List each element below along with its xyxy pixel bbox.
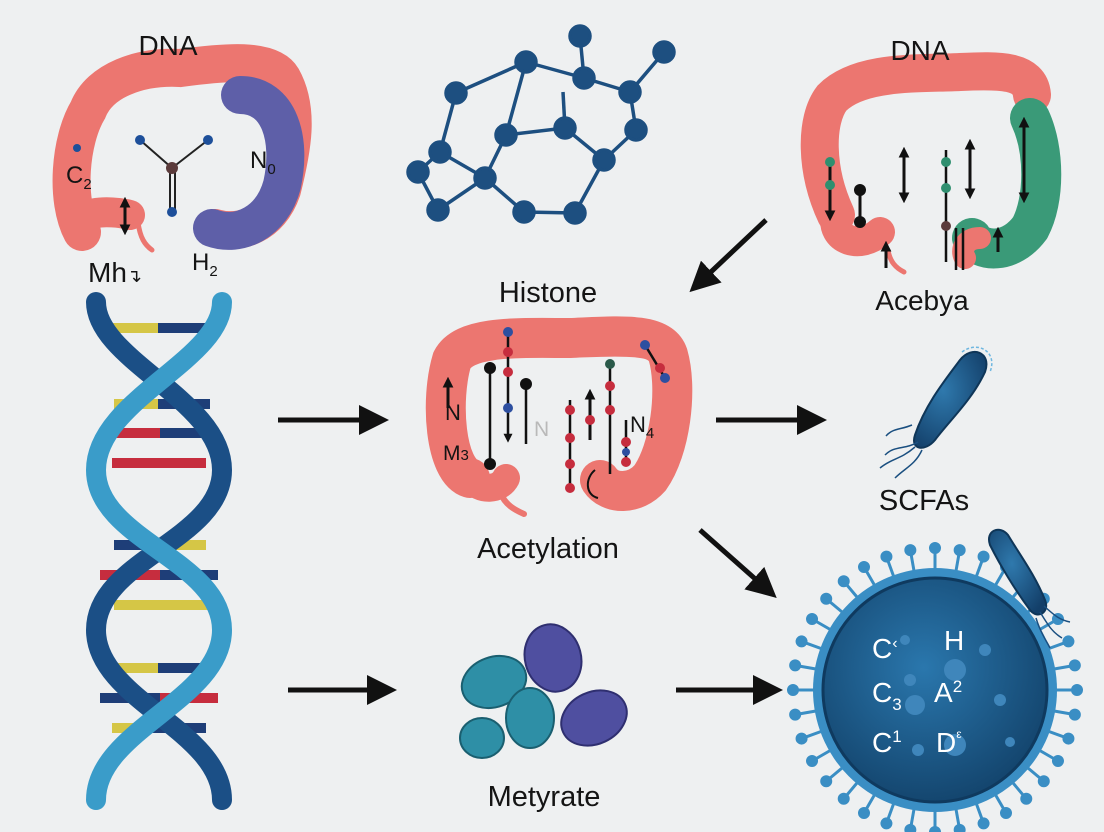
cell-spike-tip: [1062, 732, 1075, 745]
cell-spike-tip: [1071, 684, 1083, 696]
cell-spike-tip: [880, 817, 893, 830]
cell-h-label: H: [944, 625, 964, 656]
cell-spike-tip: [953, 544, 966, 557]
scfas-label: SCFAs: [879, 485, 969, 517]
cell-spike-tip: [977, 817, 990, 830]
cell-spike-tip: [795, 635, 808, 648]
arrows-group: [278, 218, 827, 705]
cell-spike-tip: [1020, 792, 1033, 805]
cell-spike-tip: [789, 708, 802, 721]
cell-spike-tip: [977, 550, 990, 563]
dna-double-helix-icon: [85, 292, 233, 810]
arrow-icon-acebya-to-histone: [689, 218, 768, 293]
n0-label: N0: [250, 147, 276, 178]
c2-label: C2: [66, 162, 92, 193]
n-left-label: N: [445, 400, 461, 425]
intestine-icon-top-left: [52, 44, 312, 253]
cell-spike-tip: [904, 544, 917, 557]
metyrate-label: Metyrate: [488, 781, 601, 813]
cell-spike-tip: [953, 823, 966, 832]
intestine-icon-top-right: [800, 52, 1062, 275]
cell-d6-label: Dᵋ: [936, 727, 962, 758]
cell-spike-tip: [806, 613, 819, 625]
h2-label: H2: [192, 249, 218, 280]
cell-spike-tip: [929, 542, 941, 554]
cell-spike-tip: [837, 792, 850, 805]
cell-a2-label: A2: [934, 677, 962, 708]
arrow-icon-acetylation-to-cell: [698, 528, 777, 598]
cell-spike-tip: [820, 775, 833, 788]
mh-label: Mh↴: [88, 257, 142, 288]
bacterium-icon-small: [988, 528, 1071, 649]
cell-spike-tip: [858, 561, 870, 574]
metyrate-cells-icon: [459, 623, 628, 759]
molecule-network-icon: [406, 24, 676, 225]
dna-top-left-label: DNA: [138, 30, 197, 61]
cell-spike-tip: [929, 826, 941, 832]
acebya-label: Acebya: [875, 285, 969, 316]
cell-spike-tip: [858, 806, 870, 819]
n4-label: N4: [630, 412, 654, 442]
cell-spike-tip: [904, 823, 917, 832]
cell-spike-tip: [1037, 775, 1050, 788]
acetylation-label: Acetylation: [477, 533, 619, 565]
cell-spike-tip: [789, 659, 802, 672]
intestine-icon-histone: [425, 316, 693, 517]
cell-spike-tip: [820, 592, 833, 605]
cell-spike-tip: [1000, 806, 1012, 819]
cell-spike-tip: [880, 550, 893, 563]
histone-label: Histone: [499, 277, 597, 309]
cell-spike-tip: [1068, 708, 1081, 721]
cell-c3-label: C3: [872, 677, 902, 714]
cell-spike-tip: [1068, 659, 1081, 672]
dna-top-right-label: DNA: [890, 35, 949, 66]
bacterium-icon-scfas: [879, 346, 993, 479]
cell-spike-tip: [1062, 635, 1075, 648]
m3-label: M3: [443, 442, 469, 465]
cell-spike-tip: [787, 684, 799, 696]
cell-spike-tip: [795, 732, 808, 745]
cell-c-top-label: C‹: [872, 633, 898, 664]
cell-spike-tip: [806, 755, 819, 767]
cell-spike-tip: [1051, 755, 1064, 767]
n-center-label: N: [534, 418, 549, 441]
cell-spike-tip: [837, 575, 850, 588]
cell-c1-label: C1: [872, 727, 902, 758]
